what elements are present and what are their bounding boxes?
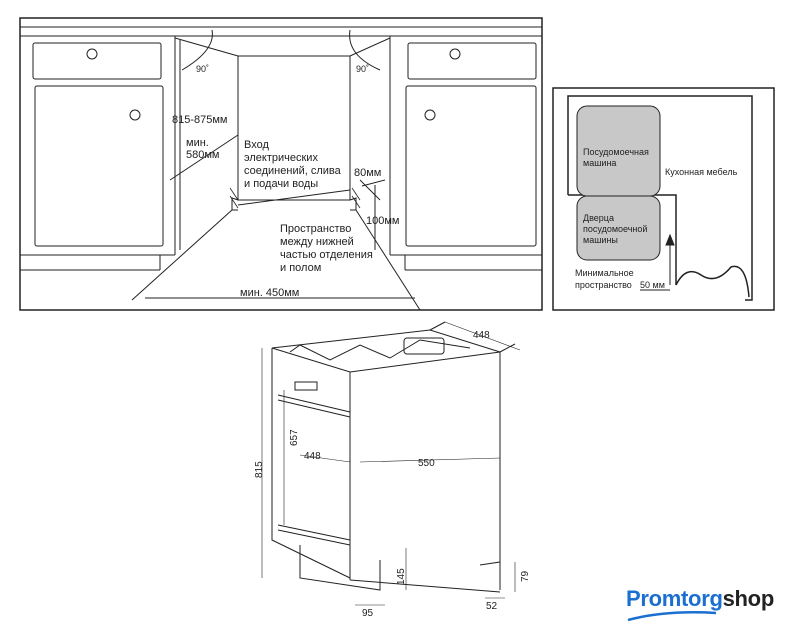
min-depth-value: 580мм bbox=[186, 149, 219, 161]
utility-entry-line: соединений, слива bbox=[244, 165, 342, 177]
height-range-label: 815-875мм bbox=[172, 114, 228, 126]
dim-total-height: 815 bbox=[254, 461, 265, 478]
furniture-label: Кухонная мебель bbox=[665, 167, 738, 177]
gap-100-label: 100мм bbox=[366, 215, 399, 227]
floor-space-line: и полом bbox=[280, 262, 321, 274]
dim-panel-height: 657 bbox=[289, 429, 300, 446]
angle-right-label: 90˚ bbox=[356, 64, 369, 74]
min-width-label: мин. 450мм bbox=[240, 287, 299, 299]
dishwasher-label: Посудомоечная bbox=[583, 147, 649, 157]
logo-part2: shop bbox=[722, 586, 775, 611]
utility-entry-label: Вход bbox=[244, 139, 269, 151]
door-label: Дверца bbox=[583, 213, 614, 223]
top-view bbox=[552, 87, 775, 311]
dim-plinth-height: 145 bbox=[396, 568, 407, 585]
door-label-line: посудомоечной bbox=[583, 224, 647, 234]
logo-part1: Promtorg bbox=[626, 586, 723, 611]
min-space-value: 50 мм bbox=[640, 280, 665, 290]
dim-rear-height: 79 bbox=[520, 570, 531, 582]
door-label-line: машины bbox=[583, 235, 618, 245]
floor-space-line: между нижней bbox=[280, 236, 354, 248]
dim-depth: 550 bbox=[418, 458, 435, 469]
min-depth-label: мин. bbox=[186, 137, 209, 149]
floor-space-label: Пространство bbox=[280, 223, 351, 235]
angle-left-label: 90˚ bbox=[196, 64, 209, 74]
brand-logo: Promtorgshop bbox=[626, 586, 774, 612]
dishwasher-label-line: машина bbox=[583, 158, 616, 168]
logo-swoosh-icon bbox=[627, 611, 717, 622]
dishwasher-drawing bbox=[261, 321, 521, 606]
min-space-label: Минимальное bbox=[575, 268, 634, 278]
dim-front-width: 448 bbox=[304, 451, 321, 462]
gap-80-label: 80мм bbox=[354, 167, 381, 179]
min-space-label-line: пространство bbox=[575, 280, 632, 290]
utility-entry-line: электрических bbox=[244, 152, 318, 164]
dim-rear-offset: 52 bbox=[486, 601, 498, 612]
dim-top-width: 448 bbox=[473, 330, 490, 341]
dim-foot-offset: 95 bbox=[362, 608, 374, 619]
utility-entry-line: и подачи воды bbox=[244, 178, 318, 190]
installation-view bbox=[19, 17, 543, 311]
floor-space-line: частью отделения bbox=[280, 249, 373, 261]
